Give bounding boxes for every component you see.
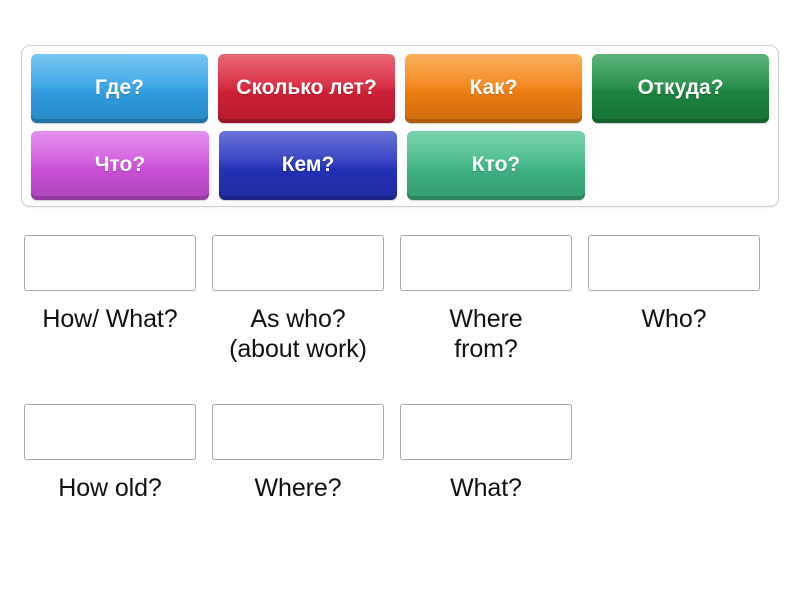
answer-label: Where?: [254, 474, 342, 502]
tile-bank-panel: Где? Сколько лет? Как? Откуда? Что? Кем?…: [21, 45, 779, 207]
tile-label: Где?: [95, 76, 144, 100]
answer-cell-how-what: How/ What?: [21, 235, 199, 364]
answer-cell-who: Who?: [585, 235, 763, 364]
answer-cell-where-from: Where from?: [397, 235, 575, 364]
tile-label: Кем?: [281, 153, 335, 177]
tile-label: Кто?: [471, 153, 521, 177]
draggable-tile-chto[interactable]: Что?: [31, 131, 209, 200]
answer-label: How/ What?: [42, 305, 178, 333]
answer-label: Who?: [641, 305, 707, 333]
draggable-tile-kak[interactable]: Как?: [405, 54, 582, 123]
draggable-tile-skolko-let[interactable]: Сколько лет?: [218, 54, 395, 123]
answer-row-1: How/ What? As who? (about work) Where fr…: [21, 235, 779, 364]
answer-label: As who? (about work): [229, 305, 367, 363]
tile-label: Откуда?: [637, 76, 724, 100]
dropzone-as-who[interactable]: [212, 235, 384, 291]
answer-label: Where from?: [449, 305, 523, 363]
dropzone-where-from[interactable]: [400, 235, 572, 291]
answer-cell-where: Where?: [209, 404, 387, 504]
answer-cell-what: What?: [397, 404, 575, 504]
dropzone-how-what[interactable]: [24, 235, 196, 291]
dropzone-where[interactable]: [212, 404, 384, 460]
draggable-tile-otkuda[interactable]: Откуда?: [592, 54, 769, 123]
answer-cell-how-old: How old?: [21, 404, 199, 504]
tile-label: Сколько лет?: [236, 76, 377, 100]
draggable-tile-kto[interactable]: Кто?: [407, 131, 585, 200]
tile-label: Как?: [469, 76, 518, 100]
dropzone-what[interactable]: [400, 404, 572, 460]
draggable-tile-kem[interactable]: Кем?: [219, 131, 397, 200]
tile-bank-row-2: Что? Кем? Кто?: [31, 131, 769, 200]
answer-row-2: How old? Where? What?: [21, 404, 779, 504]
answer-label: How old?: [58, 474, 162, 502]
tile-label: Что?: [94, 153, 146, 177]
answer-cell-as-who: As who? (about work): [209, 235, 387, 364]
tile-bank-row-1: Где? Сколько лет? Как? Откуда?: [31, 54, 769, 123]
dropzone-how-old[interactable]: [24, 404, 196, 460]
draggable-tile-gde[interactable]: Где?: [31, 54, 208, 123]
answer-label: What?: [450, 474, 522, 502]
dropzone-who[interactable]: [588, 235, 760, 291]
